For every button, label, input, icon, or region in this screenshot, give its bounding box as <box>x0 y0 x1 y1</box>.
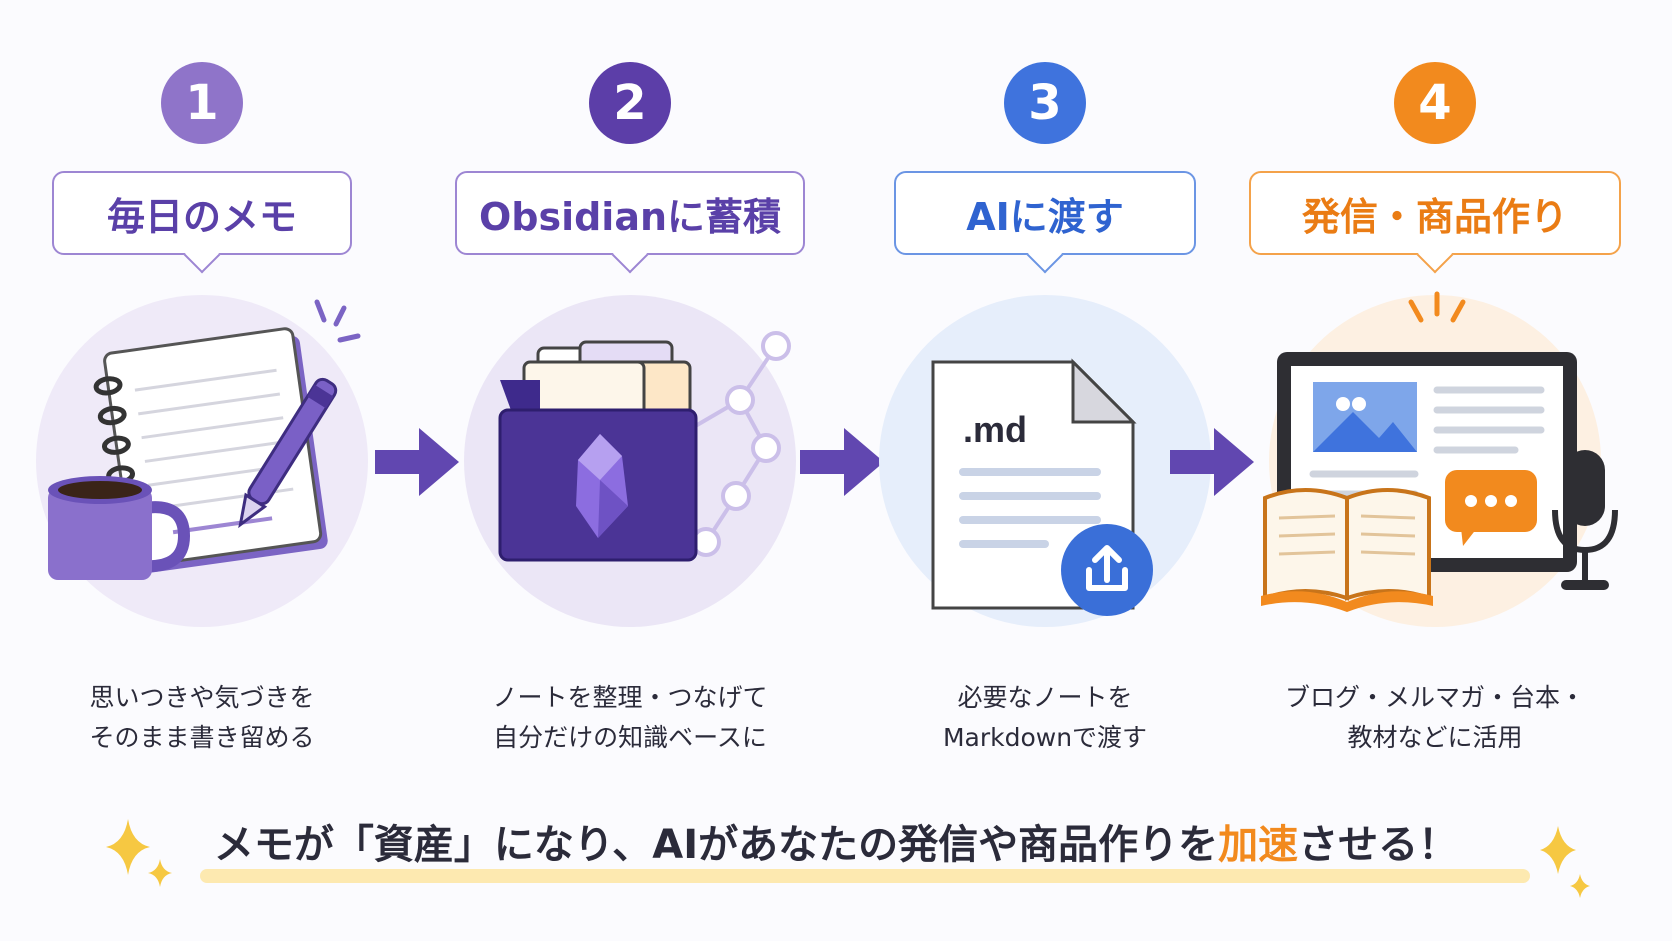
step-title-bubble: 発信・商品作り <box>1249 171 1621 274</box>
step-2: 2 Obsidianに蓄積 ノートを整理・つなげ <box>455 0 805 760</box>
step-number-badge: 1 <box>161 62 243 144</box>
step-number-badge: 3 <box>1004 62 1086 144</box>
step-number-badge: 4 <box>1394 62 1476 144</box>
step-number-badge: 2 <box>589 62 671 144</box>
step-title: 毎日のメモ <box>106 194 297 239</box>
publishing-devices-icon <box>1261 291 1618 612</box>
step-caption: 必要なノートを Markdownで渡す <box>942 683 1148 752</box>
summary-banner: メモが「資産」になり、AIがあなたの発信や商品作りを加速させる！ <box>0 815 1672 885</box>
step-title: Obsidianに蓄積 <box>478 194 782 239</box>
sparkle-icon <box>106 819 172 887</box>
banner-text: メモが「資産」になり、AIがあなたの発信や商品作りを加速させる！ <box>213 822 1459 868</box>
step-caption: ノートを整理・つなげて 自分だけの知識ベースに <box>492 683 768 752</box>
step-1: 1 毎日のメモ <box>32 0 372 760</box>
step-title-bubble: Obsidianに蓄積 <box>455 171 805 274</box>
notebook-coffee-pen-icon <box>48 299 361 580</box>
step-title: 発信・商品作り <box>1301 194 1568 239</box>
svg-text:.md: .md <box>963 409 1027 450</box>
step-caption: 思いつきや気づきを そのまま書き留める <box>89 683 315 752</box>
step-4: 4 発信・商品作り <box>1249 0 1621 760</box>
step-title: AIに渡す <box>966 194 1124 239</box>
markdown-file-icon: .md <box>931 358 1153 616</box>
step-caption: ブログ・メルマガ・台本・ 教材などに活用 <box>1284 683 1585 752</box>
obsidian-folder-icon <box>498 331 791 562</box>
sparkle-icon <box>1540 826 1590 898</box>
step-title-bubble: AIに渡す <box>894 171 1196 274</box>
step-title-bubble: 毎日のメモ <box>52 171 352 274</box>
step-3: 3 AIに渡す .md 必要なノートを Markdownで渡す <box>875 0 1215 760</box>
arrow-right-icon <box>1170 428 1254 496</box>
arrow-right-icon <box>375 428 459 496</box>
banner-highlight <box>200 869 1530 883</box>
arrow-right-icon <box>800 428 884 496</box>
